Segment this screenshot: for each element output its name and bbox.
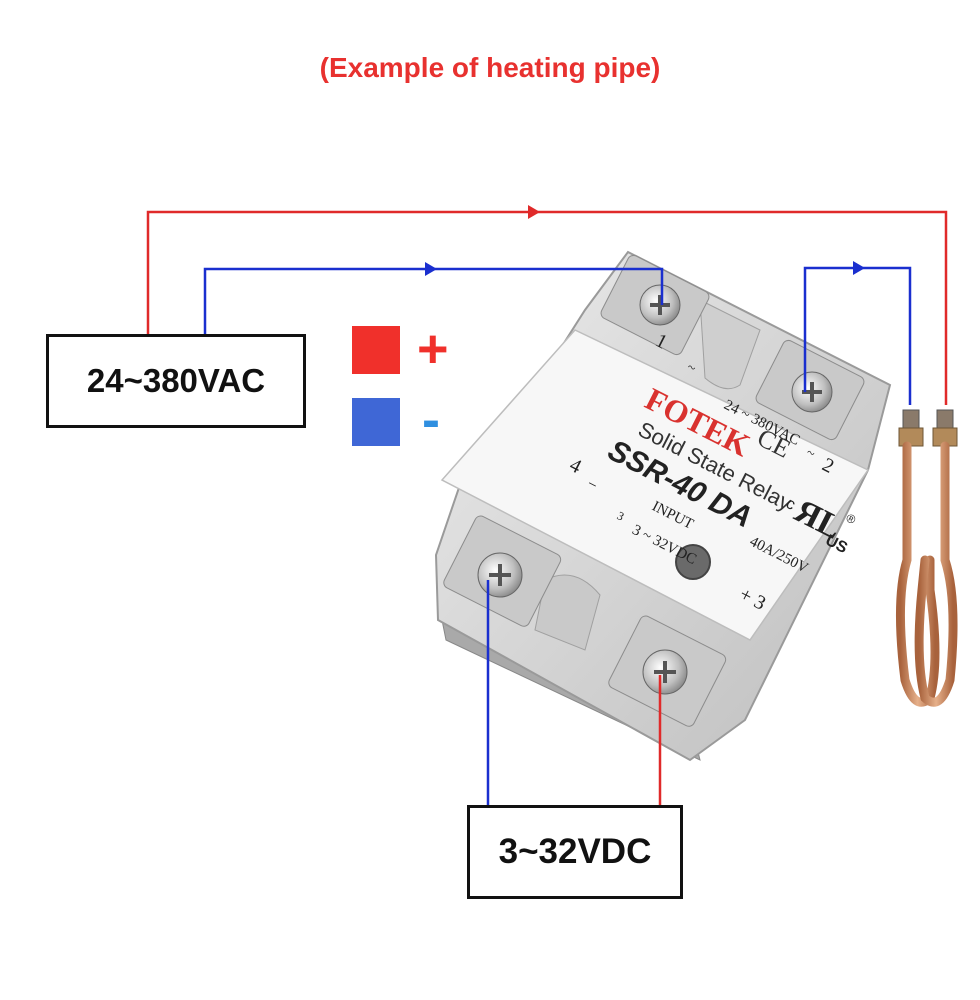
- terminal-2-block: [755, 339, 865, 441]
- legend-negative-sign: -: [422, 390, 440, 450]
- heating-pipe-element: [895, 409, 958, 707]
- diagram-title: (Example of heating pipe): [319, 52, 661, 83]
- legend-positive-swatch: [352, 326, 400, 374]
- terminal-3-small-number: 3: [615, 508, 627, 523]
- wire-ac-red: [146, 205, 948, 405]
- wire-ac-blue-out: [803, 261, 912, 405]
- legend-negative-swatch: [352, 398, 400, 446]
- control-source-box: 3~32VDC: [467, 805, 683, 899]
- power-source-box: 24~380VAC: [46, 334, 306, 428]
- wire-ac-blue-in: [203, 262, 664, 334]
- indicator-led-icon: [675, 544, 711, 580]
- terminal-3-block: [608, 615, 727, 727]
- terminal-1-block: [600, 254, 710, 356]
- legend-positive-sign: +: [417, 319, 449, 379]
